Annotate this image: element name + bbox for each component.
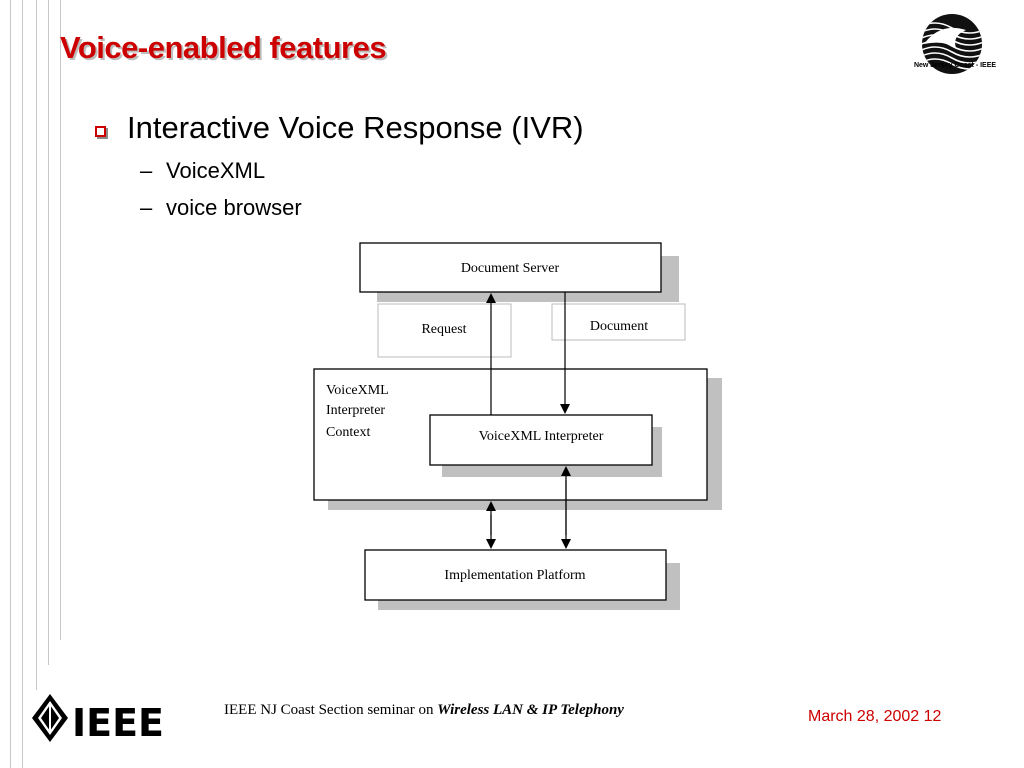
- document-label-box: [551, 303, 686, 341]
- decorative-line: [10, 0, 11, 768]
- ieee-wordmark: IEEE: [72, 701, 163, 745]
- bullet-text: Interactive Voice Response (IVR): [127, 110, 584, 145]
- platform-box: [364, 549, 667, 601]
- square-bullet-icon: [95, 125, 106, 137]
- interpreter-box: [429, 414, 653, 466]
- context-label-line2: Interpreter: [326, 403, 385, 418]
- footer-date-page: March 28, 2002 12: [808, 708, 941, 726]
- main-bullet: Interactive Voice Response (IVR): [95, 110, 584, 146]
- decorative-line: [36, 0, 37, 690]
- document-label: Document: [590, 319, 648, 334]
- sub-bullet-voice-browser: –voice browser: [140, 195, 302, 221]
- request-label: Request: [421, 322, 466, 337]
- sub-bullet-voicexml: –VoiceXML: [140, 158, 265, 184]
- sub-bullet-text: VoiceXML: [166, 158, 266, 183]
- logo-caption: New Jersey Coast - IEEE: [913, 62, 997, 69]
- page-number: 12: [923, 708, 942, 725]
- context-label-line3: Context: [326, 425, 370, 440]
- interpreter-label: VoiceXML Interpreter: [479, 429, 604, 444]
- footer-seminar: IEEE NJ Coast Section seminar on Wireles…: [224, 702, 624, 719]
- footer-date: March 28, 2002: [808, 708, 920, 725]
- decorative-line: [22, 0, 23, 768]
- nj-coast-logo-icon: [922, 14, 982, 74]
- document-server-box: [359, 242, 662, 293]
- footer-seminar-prefix: IEEE NJ Coast Section seminar on: [224, 702, 438, 718]
- sub-bullet-text: voice browser: [166, 195, 302, 220]
- decorative-line: [60, 0, 61, 640]
- slide-title: Voice-enabled features: [60, 30, 387, 65]
- context-label-line1: VoiceXML: [326, 383, 389, 398]
- footer-seminar-title: Wireless LAN & IP Telephony: [437, 702, 624, 718]
- document-server-label: Document Server: [461, 261, 560, 276]
- platform-label: Implementation Platform: [444, 568, 585, 583]
- dash: –: [140, 195, 153, 220]
- decorative-line: [48, 0, 49, 665]
- dash: –: [140, 158, 153, 183]
- ieee-logo-icon: IEEE: [32, 694, 163, 745]
- request-label-box: [377, 303, 512, 358]
